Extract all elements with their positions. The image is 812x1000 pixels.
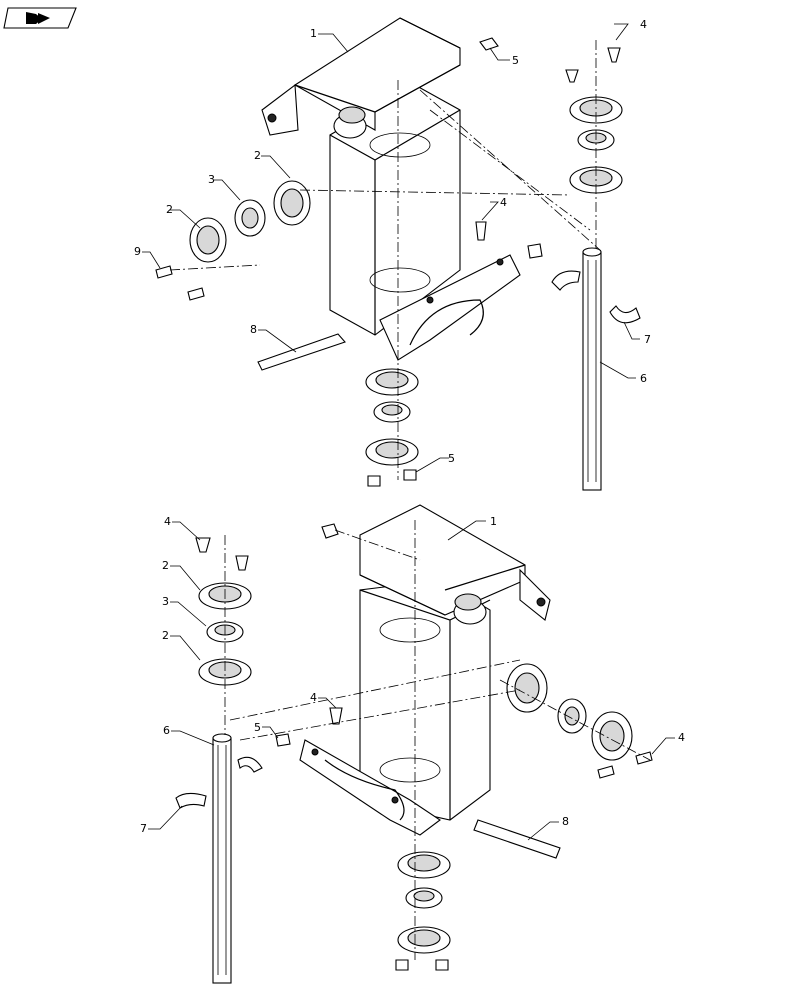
callout-label: 1 bbox=[310, 27, 317, 40]
bearing-stack-right bbox=[565, 47, 623, 194]
callout-leaders bbox=[142, 23, 675, 841]
flange-bearing-right bbox=[506, 663, 653, 779]
callout-label: 4 bbox=[678, 731, 685, 744]
bottom-assembly bbox=[175, 504, 653, 984]
flange-bearing-left bbox=[155, 180, 311, 301]
callout-label: 6 bbox=[163, 724, 170, 737]
callout-label: 3 bbox=[162, 595, 169, 608]
callout-label: 5 bbox=[254, 721, 261, 734]
bolt-top-mid bbox=[475, 221, 487, 241]
callout-label: 2 bbox=[162, 559, 169, 572]
shaft-bottom bbox=[212, 733, 232, 984]
callout-label: 3 bbox=[208, 173, 215, 186]
callout-label: 2 bbox=[166, 203, 173, 216]
nut-top-2 bbox=[527, 243, 543, 259]
arrow-forward-icon bbox=[26, 12, 50, 24]
callout-labels-bottom: 1 2 2 3 4 4 4 5 6 7 8 bbox=[140, 515, 685, 835]
callout-label: 7 bbox=[140, 822, 147, 835]
shim-plate-bottom bbox=[473, 819, 561, 859]
callout-label: 4 bbox=[500, 196, 507, 209]
callout-label: 8 bbox=[250, 323, 257, 336]
shaft-top bbox=[582, 247, 602, 491]
callout-labels-top: 1 2 2 3 4 4 5 5 6 7 8 9 bbox=[134, 18, 651, 465]
clamp-collar-top bbox=[551, 270, 641, 324]
callout-label: 5 bbox=[448, 452, 455, 465]
nut-bottom-2 bbox=[275, 733, 291, 747]
callout-label: 6 bbox=[640, 372, 647, 385]
housing-bottom bbox=[299, 504, 551, 836]
callout-label: 9 bbox=[134, 245, 141, 258]
nav-next-button[interactable] bbox=[3, 7, 77, 29]
callout-label: 5 bbox=[512, 54, 519, 67]
nut-top bbox=[479, 37, 499, 51]
bearing-stack-lower bbox=[395, 851, 451, 971]
callout-label: 1 bbox=[490, 515, 497, 528]
bolt-bottom-mid bbox=[329, 707, 343, 725]
shim-plate-top bbox=[257, 333, 346, 371]
callout-label: 4 bbox=[640, 18, 647, 31]
callout-label: 4 bbox=[164, 515, 171, 528]
callout-label: 8 bbox=[562, 815, 569, 828]
nut-bottom bbox=[321, 523, 339, 539]
callout-label: 7 bbox=[644, 333, 651, 346]
top-assembly bbox=[155, 17, 641, 491]
callout-label: 2 bbox=[162, 629, 169, 642]
bearing-stack-left bbox=[195, 537, 252, 686]
clamp-collar-bottom bbox=[175, 756, 263, 809]
callout-label: 4 bbox=[310, 691, 317, 704]
housing-top bbox=[261, 17, 521, 361]
callout-label: 2 bbox=[254, 149, 261, 162]
bearing-stack-bottom bbox=[365, 368, 419, 487]
